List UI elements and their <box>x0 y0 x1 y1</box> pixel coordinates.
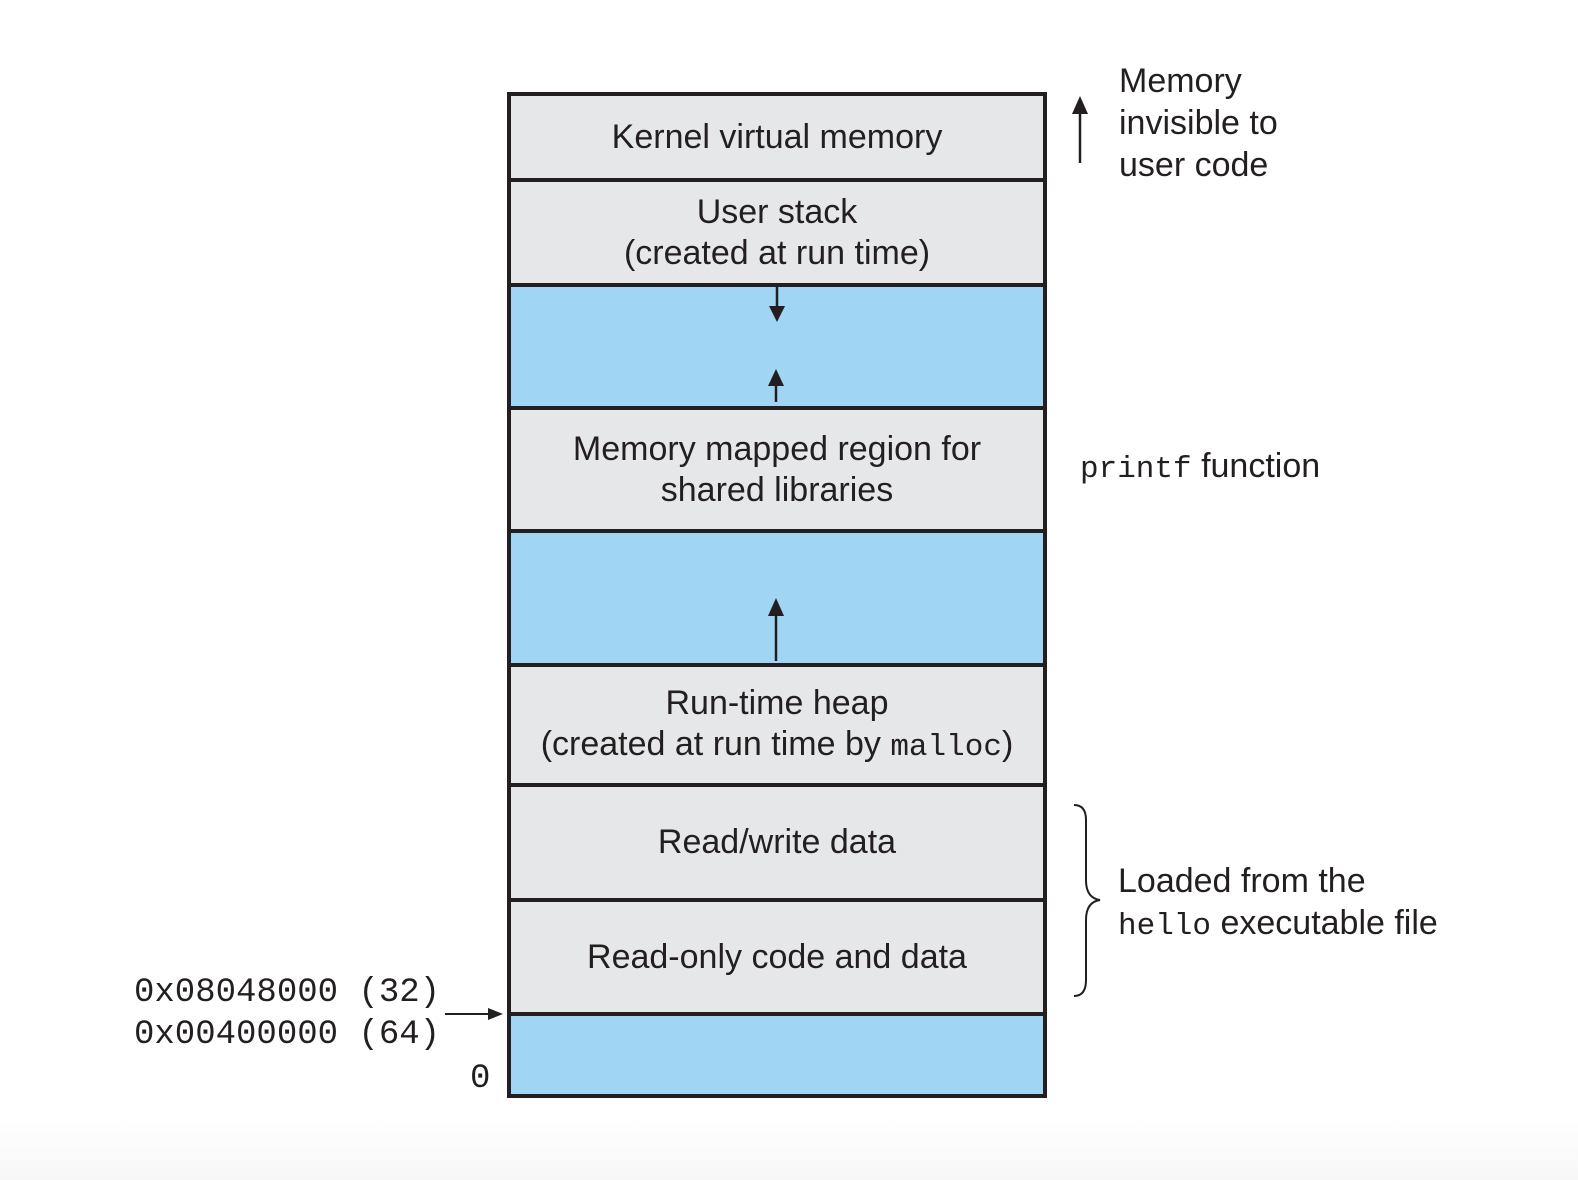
address-32bit: 0x08048000 (32) <box>134 974 441 1012</box>
heap-growth-gap <box>507 529 1047 667</box>
brace-icon <box>1073 804 1101 997</box>
address-64bit: 0x00400000 (64) <box>134 1016 441 1054</box>
heap-label: Run-time heap <box>665 683 889 722</box>
shared-libraries-segment: Memory mapped region for shared librarie… <box>507 406 1047 533</box>
printf-code: printf <box>1080 452 1192 487</box>
kernel-virtual-memory-segment: Kernel virtual memory <box>507 92 1047 182</box>
loaded-line-2: hello executable file <box>1118 902 1438 948</box>
kernel-label: Kernel virtual memory <box>611 117 943 156</box>
printf-text: function <box>1191 447 1321 485</box>
address-zero: 0 <box>470 1060 491 1098</box>
invisible-line-1: Memory <box>1119 62 1242 100</box>
runtime-heap-segment: Run-time heap (created at run time by ma… <box>507 663 1047 787</box>
loaded-text: executable file <box>1211 904 1438 942</box>
heap-sublabel: (created at run time by malloc) <box>541 724 1014 768</box>
unused-low-memory <box>507 1012 1047 1098</box>
heap-up-arrow-icon <box>768 598 784 661</box>
user-stack-label: User stack <box>696 192 858 231</box>
mmap-up-arrow-icon <box>768 369 784 402</box>
ro-code-label: Read-only code and data <box>587 937 967 976</box>
address-arrow-icon <box>445 1008 503 1020</box>
loaded-annotation: Loaded from the hello executable file <box>1118 860 1438 948</box>
invisible-line-2: invisible to <box>1119 104 1278 142</box>
loaded-line-1: Loaded from the <box>1118 862 1366 900</box>
invisible-annotation: Memory invisible to user code <box>1119 60 1278 186</box>
invisible-up-arrow-icon <box>1072 96 1088 163</box>
mmap-label: Memory mapped region for <box>572 429 982 468</box>
read-write-data-segment: Read/write data <box>507 783 1047 902</box>
heap-sublabel-text: (created at run time by <box>540 724 891 763</box>
printf-annotation: printf function <box>1080 445 1320 491</box>
heap-sublabel-end: ) <box>1001 724 1014 763</box>
user-stack-sublabel: (created at run time) <box>623 233 931 272</box>
read-only-code-segment: Read-only code and data <box>507 898 1047 1016</box>
hello-code: hello <box>1118 909 1212 944</box>
malloc-code: malloc <box>890 729 1002 765</box>
rw-data-label: Read/write data <box>657 823 897 861</box>
mmap-sublabel: shared libraries <box>660 470 894 509</box>
stack-down-arrow-icon <box>769 287 785 322</box>
invisible-line-3: user code <box>1119 146 1269 184</box>
